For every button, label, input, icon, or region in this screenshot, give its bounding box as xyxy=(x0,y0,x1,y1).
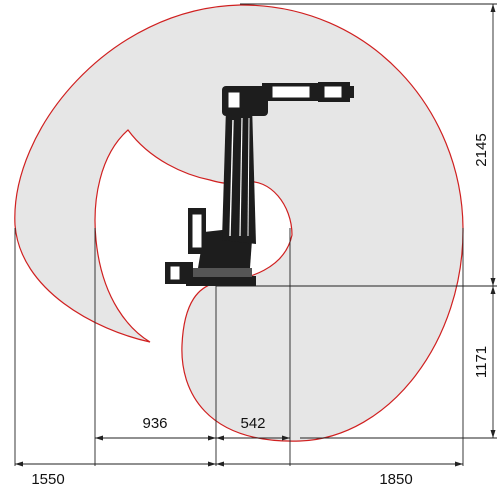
industrial-robot xyxy=(165,82,354,286)
working-envelope xyxy=(14,4,464,442)
robot-counterbalance-panel xyxy=(191,213,203,249)
label-right-reach: 1850 xyxy=(379,471,412,488)
dimension-inner-right xyxy=(216,435,290,441)
label-upper-height: 2145 xyxy=(473,133,490,166)
label-inner-right: 542 xyxy=(240,415,265,432)
dimension-lower-height xyxy=(490,286,496,438)
dimension-upper-height xyxy=(490,4,496,286)
dimension-inner-left xyxy=(95,435,216,441)
robot-base-plate xyxy=(186,276,256,286)
robot-flange xyxy=(348,86,354,98)
label-inner-left: 936 xyxy=(142,415,167,432)
robot-base-motor-panel xyxy=(169,265,181,281)
robot-elbow-panel xyxy=(227,91,241,109)
robot-lower-arm xyxy=(222,104,256,244)
robot-upper-arm-panel xyxy=(271,85,311,99)
label-left-reach: 1550 xyxy=(31,471,64,488)
label-lower-height: 1171 xyxy=(473,346,490,378)
dimension-left-reach xyxy=(15,461,216,467)
robot-base-ring xyxy=(192,268,252,277)
robot-wrist-panel xyxy=(323,85,343,99)
dimension-right-reach xyxy=(216,461,463,467)
